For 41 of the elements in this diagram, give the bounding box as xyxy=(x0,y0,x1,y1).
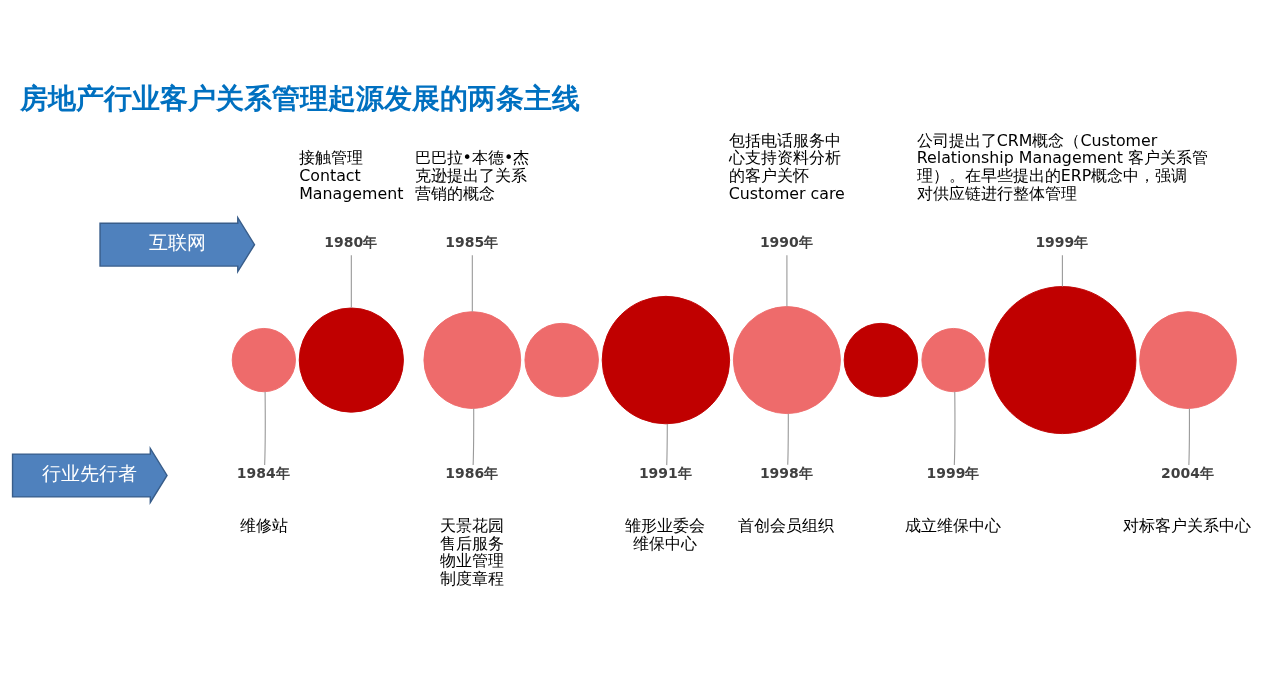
node-label: 对标客户关系中心 xyxy=(1123,515,1252,535)
connector xyxy=(264,391,266,466)
node-text: 1980年 xyxy=(324,234,378,250)
node-text: 1999年 xyxy=(926,464,980,481)
node-text: 2004年 xyxy=(1161,464,1214,481)
node-text: 1984年 xyxy=(236,464,290,481)
node-text: 1999年 xyxy=(1035,234,1089,250)
diagram-title: 房地产行业客户关系管理起源发展的两条主线 xyxy=(19,81,580,115)
connector xyxy=(953,391,956,466)
node-circle xyxy=(231,327,296,393)
connector xyxy=(472,407,475,466)
node-label: 接触管理 Contact Management xyxy=(299,148,404,203)
node-label: 雏形业委会维保中心 xyxy=(625,515,706,553)
node-label: 首创会员组织 xyxy=(738,515,835,535)
node-label: 包括电话服务中心支持资料分析的客户关怀 Customer care xyxy=(728,130,845,203)
node-circle xyxy=(988,286,1137,435)
node-text: 1991年 xyxy=(638,464,692,481)
node-circle xyxy=(423,311,522,409)
node-label: 成立维保中心 xyxy=(905,515,1002,535)
connector xyxy=(786,254,788,308)
connector xyxy=(471,254,473,313)
node-circle xyxy=(524,322,599,398)
connector xyxy=(787,413,789,466)
connector xyxy=(666,423,668,466)
node-circle xyxy=(1139,311,1237,409)
node-text: 1986年 xyxy=(445,464,499,481)
node-text: 1985年 xyxy=(445,234,499,250)
node-label: 维修站 xyxy=(239,515,288,535)
node-text: 1998年 xyxy=(759,464,813,481)
node-circle xyxy=(843,322,919,398)
node-circle xyxy=(921,327,986,393)
node-circle xyxy=(732,306,841,415)
node-label: 巴巴拉•本德•杰克逊提出了关系营销的概念 xyxy=(414,148,530,203)
connector xyxy=(1061,254,1063,288)
connector xyxy=(350,254,352,309)
node-circle xyxy=(601,295,731,425)
connector xyxy=(1188,407,1190,466)
node-text: 1990年 xyxy=(759,234,813,250)
node-label: 公司提出了CRM概念（Customer Relationship Management 客户关系管理）。在早些提出的ERP概念中，强调对供应链进行整体管理 xyxy=(916,130,1209,203)
node-circle xyxy=(298,307,404,413)
node-label: 天景花园售后服务物业管理制度章程 xyxy=(439,515,504,589)
